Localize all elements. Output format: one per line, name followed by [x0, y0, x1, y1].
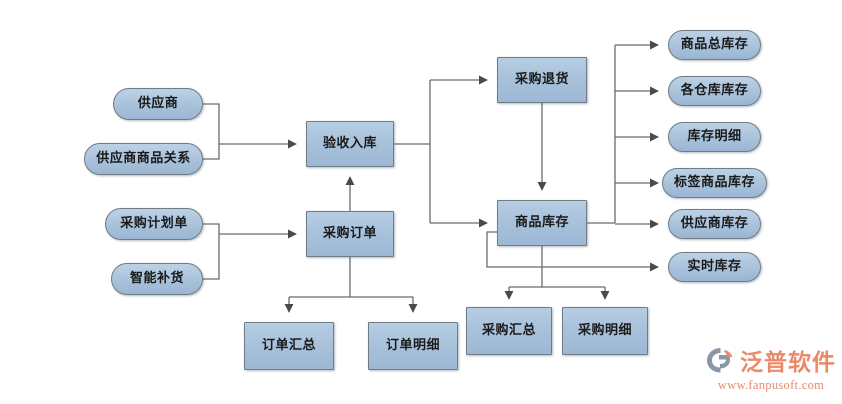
- node-supplier-goods-relation[interactable]: 供应商商品关系: [84, 143, 203, 175]
- node-label: 实时库存: [687, 258, 742, 274]
- node-label: 智能补货: [129, 270, 184, 286]
- node-label: 采购汇总: [481, 322, 536, 338]
- node-purchase-summary[interactable]: 采购汇总: [466, 307, 552, 355]
- node-stock-detail[interactable]: 库存明细: [668, 122, 761, 152]
- node-label: 采购明细: [577, 322, 632, 338]
- node-purchase-order[interactable]: 采购订单: [306, 211, 394, 257]
- node-label: 采购订单: [322, 225, 377, 241]
- node-label-goods-stock[interactable]: 标签商品库存: [662, 168, 767, 198]
- node-label: 订单汇总: [261, 337, 316, 353]
- node-supplier-stock[interactable]: 供应商库存: [668, 209, 761, 239]
- brand-watermark: 泛普软件 www.fanpusoft.com: [706, 344, 836, 392]
- brand-name: 泛普软件: [740, 350, 836, 376]
- fanpu-logo-icon: [707, 348, 733, 373]
- node-label: 库存明细: [687, 128, 742, 144]
- node-smart-replenish[interactable]: 智能补货: [111, 263, 203, 295]
- node-purchase-return[interactable]: 采购退货: [497, 57, 587, 103]
- node-purchase-plan[interactable]: 采购计划单: [105, 208, 203, 240]
- node-warehouse-stock[interactable]: 各仓库库存: [668, 76, 761, 106]
- node-label: 验收入库: [322, 135, 377, 151]
- node-total-goods-stock[interactable]: 商品总库存: [668, 30, 761, 60]
- node-purchase-detail[interactable]: 采购明细: [562, 307, 648, 355]
- node-goods-inventory[interactable]: 商品库存: [497, 200, 587, 246]
- node-receive-inbound[interactable]: 验收入库: [306, 121, 394, 167]
- node-label: 商品库存: [514, 214, 569, 230]
- node-label: 供应商商品关系: [96, 150, 191, 166]
- node-order-summary[interactable]: 订单汇总: [244, 322, 334, 370]
- node-label: 商品总库存: [680, 36, 749, 52]
- brand-url: www.fanpusoft.com: [717, 378, 825, 392]
- node-label: 订单明细: [385, 337, 440, 353]
- node-realtime-stock[interactable]: 实时库存: [668, 252, 761, 282]
- node-label: 各仓库库存: [680, 82, 749, 98]
- node-order-detail[interactable]: 订单明细: [368, 322, 458, 370]
- node-label: 供应商库存: [680, 215, 749, 231]
- node-label: 采购计划单: [120, 215, 188, 231]
- edge-plans-merge: [203, 223, 220, 280]
- node-supplier[interactable]: 供应商: [113, 88, 203, 120]
- node-label: 供应商: [137, 95, 179, 111]
- edge-suppliers-merge: [203, 103, 220, 160]
- brand-row: 泛普软件: [706, 343, 836, 377]
- node-label: 标签商品库存: [673, 174, 755, 190]
- node-label: 采购退货: [514, 71, 569, 87]
